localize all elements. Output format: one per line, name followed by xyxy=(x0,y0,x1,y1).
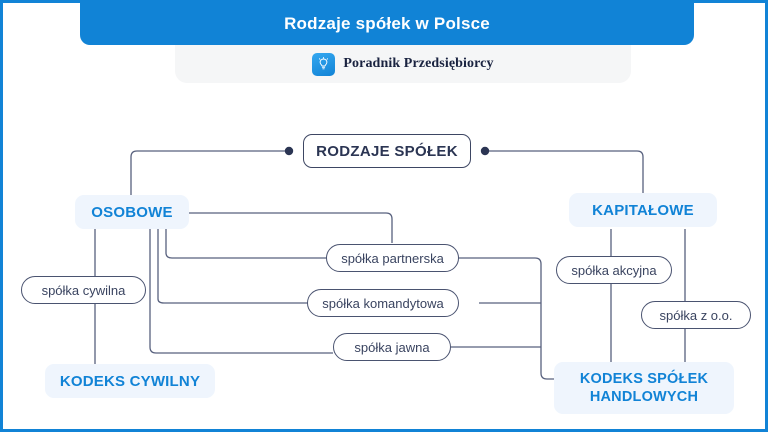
page-title: Rodzaje spółek w Polsce xyxy=(284,14,490,33)
node-kodeks-spolek-handlowych[interactable]: KODEKS SPÓŁEK HANDLOWYCH xyxy=(554,362,734,414)
lightbulb-icon xyxy=(312,52,336,76)
brand-name: Poradnik Przedsiębiorcy xyxy=(343,56,494,71)
kodeks-spolek-line2: HANDLOWYCH xyxy=(589,389,699,405)
brand-bar: Poradnik Przedsiębiorcy xyxy=(175,45,631,83)
header-bar: Rodzaje spółek w Polsce xyxy=(80,3,694,45)
node-spolka-cywilna[interactable]: spółka cywilna xyxy=(21,276,146,304)
node-spolka-komandytowa[interactable]: spółka komandytowa xyxy=(307,289,459,317)
node-spolka-z-oo[interactable]: spółka z o.o. xyxy=(641,301,751,329)
node-spolka-partnerska[interactable]: spółka partnerska xyxy=(326,244,459,272)
connector-lines xyxy=(94,146,686,380)
node-branch-kapitalowe[interactable]: KAPITAŁOWE xyxy=(569,193,717,227)
node-spolka-akcyjna[interactable]: spółka akcyjna xyxy=(556,256,672,284)
node-root[interactable]: RODZAJE SPÓŁEK xyxy=(303,134,471,168)
node-branch-osobowe[interactable]: OSOBOWE xyxy=(75,195,189,229)
node-kodeks-cywilny[interactable]: KODEKS CYWILNY xyxy=(45,364,215,398)
kodeks-spolek-line1: KODEKS SPÓŁEK xyxy=(579,370,709,387)
node-spolka-jawna[interactable]: spółka jawna xyxy=(333,333,451,361)
mindmap: RODZAJE SPÓŁEK OSOBOWE KAPITAŁOWE spółka… xyxy=(3,3,765,429)
